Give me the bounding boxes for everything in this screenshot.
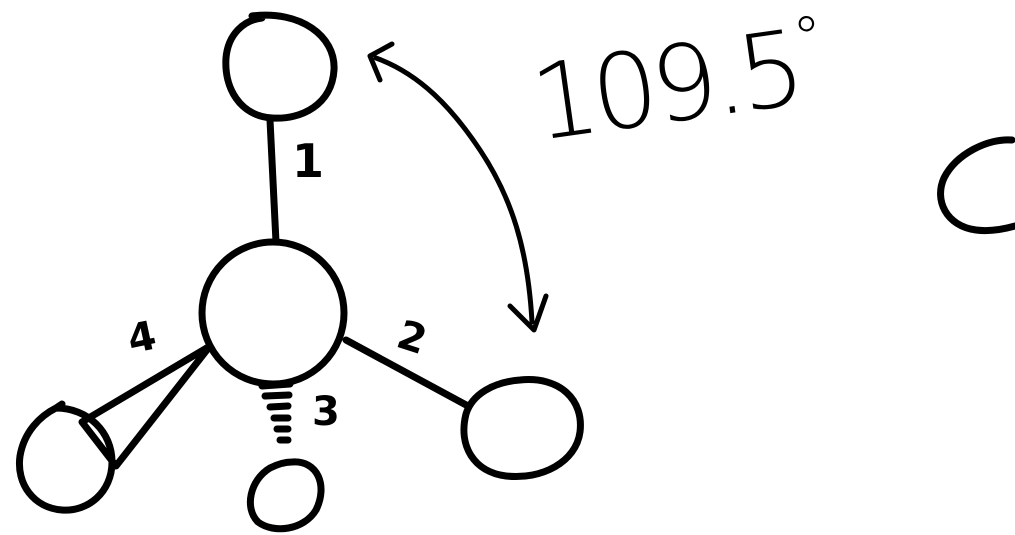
bond-1-line: [266, 116, 280, 246]
top-atom-circle: [222, 11, 338, 122]
right-atom-circle: [460, 376, 584, 481]
bond-4-wedge: [78, 342, 214, 470]
partial-atom-circle: [937, 136, 1015, 234]
angle-arrowhead-top: [367, 41, 395, 83]
bond-3-label: 3: [312, 389, 340, 435]
bond-2-line: [342, 336, 472, 410]
left-atom-circle: [15, 400, 116, 514]
bond-1-label: 1: [292, 134, 325, 188]
central-atom-circle: [198, 238, 348, 388]
angle-arrowhead-bottom: [507, 293, 549, 333]
bottom-atom-circle: [246, 458, 325, 533]
angle-arc-arrow: [373, 55, 535, 325]
bond-3-hashed: [258, 380, 294, 444]
